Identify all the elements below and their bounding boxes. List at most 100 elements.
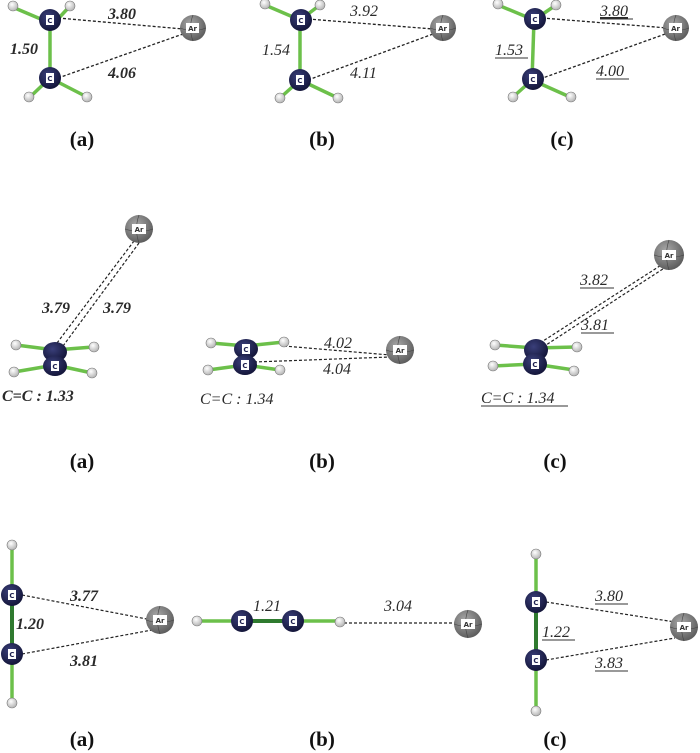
panel-label: (a) [70,449,95,473]
hydrogen-atom [259,0,271,10]
svg-text:Ar: Ar [188,25,197,33]
hydrogen-atom [274,92,286,104]
carbon-atom: C [524,8,546,30]
hydrogen-atom [7,0,19,12]
carbon-atom: C [39,9,61,31]
svg-text:C: C [9,592,14,600]
carbon-atom: C [231,610,253,632]
distance-label: 3.80 [107,6,136,23]
panel-label: (b) [309,449,335,473]
panel-label: (a) [70,127,95,151]
hydrogen-atom [568,365,580,377]
panel-label: (a) [70,727,95,751]
distance-label: 3.81 [580,317,609,334]
distance-label: 4.11 [350,65,377,82]
carbon-atom [43,342,67,362]
distance-label: 3.82 [579,272,608,289]
row3-panel-b: C C Ar 1.21 3.04 (b) [191,598,483,751]
row3-panel-c: C C Ar 3.80 1.22 3.83 (c) [525,548,699,751]
svg-text:C: C [47,17,52,25]
panel-label: (c) [550,127,573,151]
svg-text:C: C [533,657,538,665]
bond-length-label: 1.50 [10,41,38,58]
distance-label: 4.04 [323,361,351,378]
svg-text:C: C [532,361,537,369]
row2-panel-c: C Ar 3.82 3.81 C=C : 1.34 (c) [481,239,685,473]
panel-label: (c) [543,727,566,751]
hydrogen-atom [314,0,326,11]
row1-panel-a: C C Ar 3.80 1.50 4.06 (a) [7,0,207,151]
svg-text:C: C [532,16,537,24]
argon-atom: Ar [669,612,699,642]
bond-length-label: 1.21 [253,598,281,615]
carbon-atom: C [522,68,544,90]
bond-length-label: C=C : 1.33 [2,388,74,405]
svg-text:C: C [239,618,244,626]
panel-label: (b) [309,727,335,751]
svg-text:C: C [290,618,295,626]
distance-label: 3.04 [383,598,412,615]
distance-label: 3.79 [41,300,70,317]
hydrogen-atom [507,91,519,103]
hydrogen-atom [571,341,583,353]
distance-label: 3.80 [599,3,628,20]
hydrogen-atom [10,339,22,351]
carbon-atom: C [289,69,311,91]
hydrogen-atom [492,0,504,10]
svg-text:Ar: Ar [438,25,447,33]
hydrogen-atom [489,339,501,351]
bond-length-label: 1.22 [542,624,570,641]
bond-length-label: C=C : 1.34 [200,391,273,408]
carbon-atom: C [234,339,258,359]
panel-label: (b) [309,127,335,151]
distance-label: 3.83 [594,655,623,672]
hydrogen-atom [88,341,100,353]
row3-panel-a: C C Ar 3.77 1.20 3.81 (a) [1,539,175,751]
hydrogen-atom [86,367,98,379]
row1-panel-c: C C Ar 3.80 1.53 4.00 (c) [492,0,690,151]
svg-text:C: C [52,363,57,371]
svg-text:C: C [243,346,248,354]
row2-panel-a: C Ar 3.79 3.79 C=C : 1.33 (a) [2,214,154,473]
hydrogen-atom [64,0,76,12]
svg-text:Ar: Ar [464,621,473,629]
carbon-atom: C [1,643,23,665]
hydrogen-atom [334,616,346,628]
argon-atom: Ar [179,14,207,42]
hydrogen-atom [487,360,499,372]
hydrogen-atom [202,364,214,376]
svg-text:C: C [9,651,14,659]
bond-length-label: C=C : 1.34 [481,390,554,407]
argon-atom: Ar [653,239,685,271]
hydrogen-atom [278,336,290,348]
carbon-atom: C [525,649,547,671]
distance-label: 3.77 [69,588,99,605]
hydrogen-atom [23,91,35,103]
distance-label: 4.06 [107,65,136,82]
hydrogen-atom [6,697,18,709]
carbon-atom: C [290,9,312,31]
svg-text:C: C [47,75,52,83]
svg-text:Ar: Ar [671,25,680,33]
svg-text:C: C [298,17,303,25]
hydrogen-atom [6,539,18,551]
distance-label: 4.02 [324,335,352,352]
argon-atom: Ar [385,335,415,365]
distance-label: 3.81 [69,653,98,670]
carbon-atom: C [43,356,67,376]
svg-text:Ar: Ar [665,252,674,260]
row2-panel-b: C C Ar 4.02 4.04 C=C : 1.34 (b) [200,335,415,473]
svg-text:Ar: Ar [680,624,689,632]
hydrogen-atom [565,91,577,103]
bond-length-label: 1.54 [262,42,290,59]
carbon-atom: C [39,67,61,89]
svg-text:C: C [242,362,247,370]
argon-atom: Ar [453,609,483,639]
svg-text:C: C [297,77,302,85]
distance-label: 3.80 [594,588,623,605]
hydrogen-atom [530,705,542,717]
argon-atom: Ar [429,14,457,42]
hydrogen-atom [550,0,562,11]
carbon-atom: C [1,584,23,606]
